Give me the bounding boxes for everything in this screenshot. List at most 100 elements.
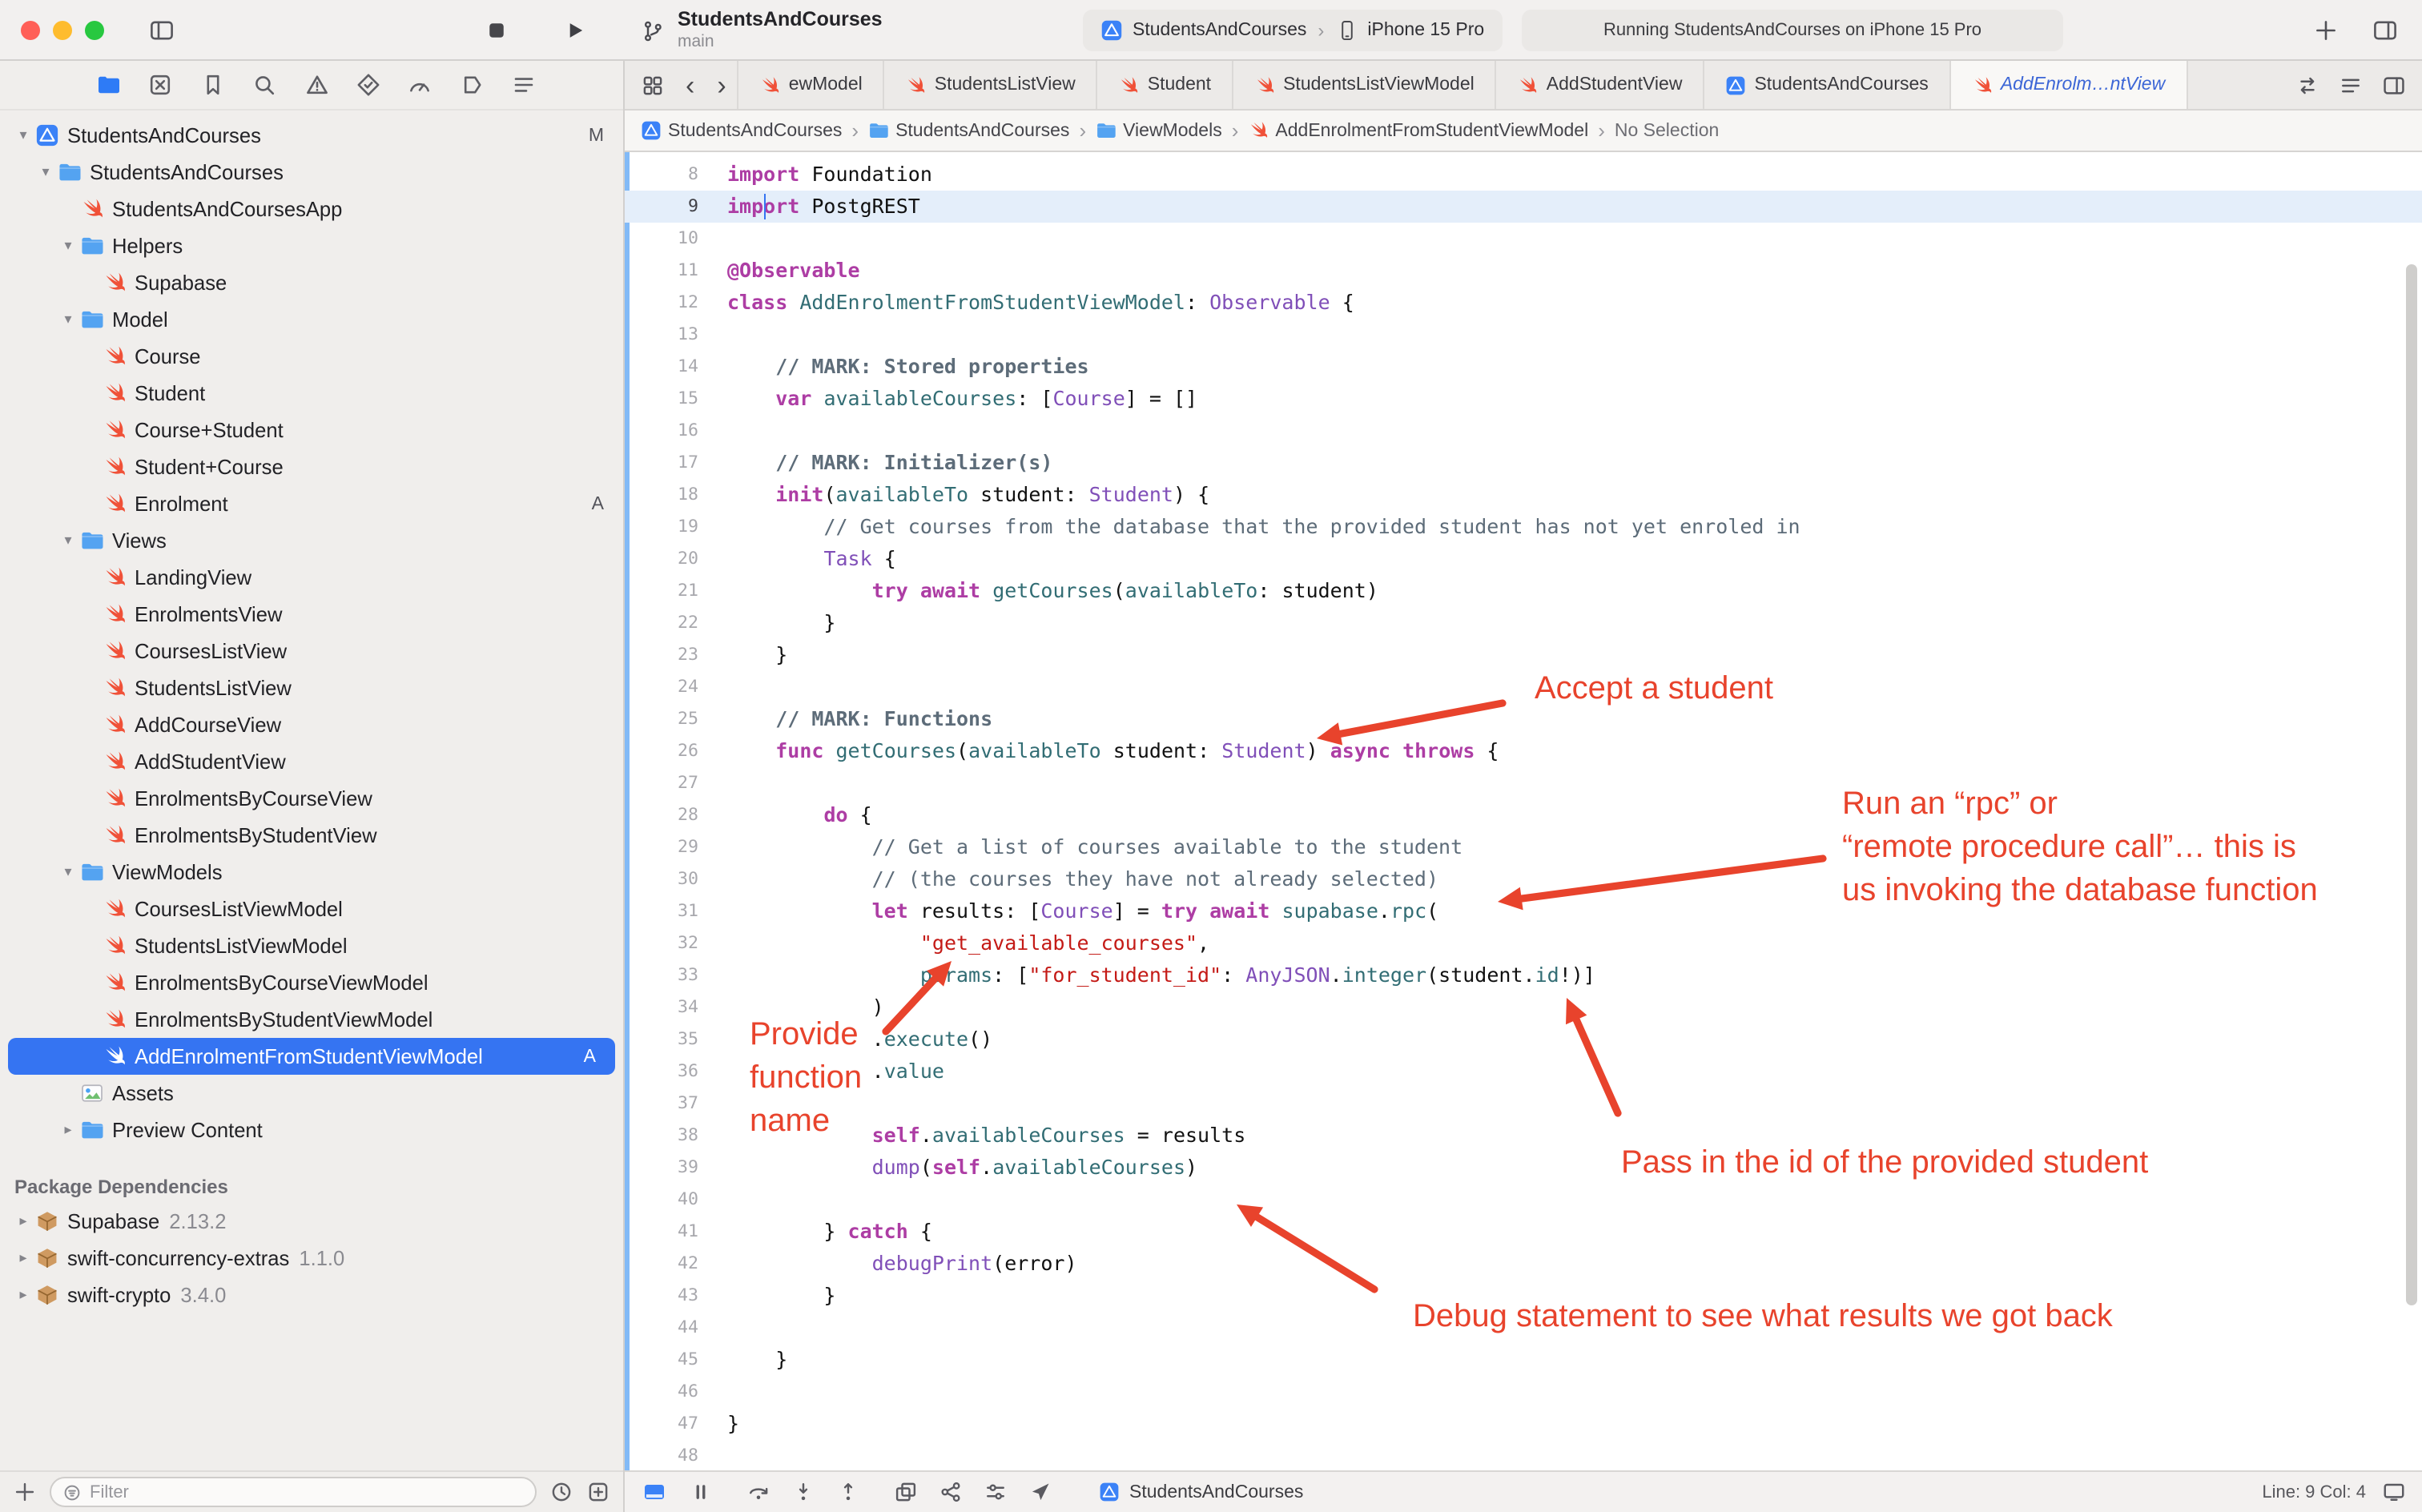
tab-student[interactable]: Student [1098, 61, 1233, 109]
zoom-window-button[interactable] [85, 21, 104, 40]
code-line-45[interactable]: 45 } [625, 1344, 2422, 1376]
tree-item-student[interactable]: Student [0, 375, 623, 412]
tab-studentslistviewmodel[interactable]: StudentsListViewModel [1233, 61, 1497, 109]
code-line-48[interactable]: 48 [625, 1440, 2422, 1470]
code-line-22[interactable]: 22 } [625, 607, 2422, 639]
code-line-39[interactable]: 39 dump(self.availableCourses) [625, 1152, 2422, 1184]
code-line-47[interactable]: 47} [625, 1408, 2422, 1440]
code-line-24[interactable]: 24 [625, 671, 2422, 703]
tree-item-addenrolmentfromstudentviewmodel[interactable]: AddEnrolmentFromStudentViewModelA [8, 1038, 615, 1075]
minimize-window-button[interactable] [53, 21, 72, 40]
code-line-43[interactable]: 43 } [625, 1280, 2422, 1312]
tree-item-enrolmentsbycourseview[interactable]: EnrolmentsByCourseView [0, 780, 623, 817]
tab-ewmodel[interactable]: ewModel [738, 61, 885, 109]
code-line-28[interactable]: 28 do { [625, 799, 2422, 831]
tree-item-enrolmentsbystudentviewmodel[interactable]: EnrolmentsByStudentViewModel [0, 1001, 623, 1038]
code-line-12[interactable]: 12class AddEnrolmentFromStudentViewModel… [625, 287, 2422, 319]
find-navigator-icon[interactable] [251, 72, 277, 98]
debug-navigator-icon[interactable] [408, 72, 433, 98]
pause-button[interactable] [689, 1480, 713, 1504]
tree-item-enrolmentsbystudentview[interactable]: EnrolmentsByStudentView [0, 817, 623, 854]
code-line-8[interactable]: 8import Foundation [625, 159, 2422, 191]
stop-button[interactable] [485, 19, 508, 42]
code-line-41[interactable]: 41 } catch { [625, 1216, 2422, 1248]
tree-item-preview-content[interactable]: ▸Preview Content [0, 1112, 623, 1148]
issue-navigator-icon[interactable] [304, 72, 329, 98]
tree-item-landingview[interactable]: LandingView [0, 559, 623, 596]
disclosure-right-icon[interactable]: ▸ [13, 1286, 34, 1304]
tree-item-studentsandcourses[interactable]: ▾StudentsAndCourses [0, 154, 623, 191]
project-navigator-icon[interactable] [96, 72, 122, 98]
code-line-34[interactable]: 34 ) [625, 991, 2422, 1023]
code-line-16[interactable]: 16 [625, 415, 2422, 447]
disclosure-right-icon[interactable]: ▸ [58, 1121, 78, 1139]
tree-item-views[interactable]: ▾Views [0, 522, 623, 559]
code-line-27[interactable]: 27 [625, 767, 2422, 799]
disclosure-down-icon[interactable]: ▾ [58, 863, 78, 881]
toggle-inspector-icon[interactable] [2372, 18, 2398, 43]
code-line-42[interactable]: 42 debugPrint(error) [625, 1248, 2422, 1280]
related-items-grid-icon[interactable] [641, 73, 665, 97]
environment-overrides-button[interactable] [984, 1480, 1008, 1504]
bookmark-navigator-icon[interactable] [200, 72, 226, 98]
breadcrumb-item-viewmodels[interactable]: ViewModels [1096, 120, 1222, 141]
filter-scope-icon[interactable] [586, 1480, 610, 1504]
breadcrumb-item-studentsandcourses[interactable]: StudentsAndCourses [868, 120, 1069, 141]
code-line-14[interactable]: 14 // MARK: Stored properties [625, 351, 2422, 383]
code-line-35[interactable]: 35 .execute() [625, 1023, 2422, 1056]
running-app-chip[interactable]: StudentsAndCourses [1099, 1482, 1303, 1502]
tree-item-courseslistview[interactable]: CoursesListView [0, 633, 623, 670]
code-line-29[interactable]: 29 // Get a list of courses available to… [625, 831, 2422, 863]
tree-item-viewmodels[interactable]: ▾ViewModels [0, 854, 623, 891]
code-line-46[interactable]: 46 [625, 1376, 2422, 1408]
breadcrumb-item-no-selection[interactable]: No Selection [1615, 121, 1719, 140]
add-file-icon[interactable] [13, 1480, 37, 1504]
package-item-swift-crypto[interactable]: ▸swift-crypto3.4.0 [0, 1277, 623, 1313]
code-line-31[interactable]: 31 let results: [Course] = try await sup… [625, 895, 2422, 927]
forward-button[interactable]: › [717, 71, 726, 99]
simulate-location-button[interactable] [1028, 1480, 1052, 1504]
package-item-swift-concurrency-extras[interactable]: ▸swift-concurrency-extras1.1.0 [0, 1240, 623, 1277]
disclosure-down-icon[interactable]: ▾ [58, 237, 78, 255]
run-button[interactable] [564, 19, 586, 42]
code-line-10[interactable]: 10 [625, 223, 2422, 255]
editor-scrollbar[interactable] [2406, 264, 2417, 1305]
step-over-button[interactable] [746, 1480, 770, 1504]
code-line-37[interactable]: 37 [625, 1088, 2422, 1120]
code-line-26[interactable]: 26 func getCourses(availableTo student: … [625, 735, 2422, 767]
tree-item-studentsandcoursesapp[interactable]: StudentsAndCoursesApp [0, 191, 623, 227]
breakpoint-navigator-icon[interactable] [459, 72, 485, 98]
tab-addstudentview[interactable]: AddStudentView [1497, 61, 1705, 109]
memory-graph-button[interactable] [939, 1480, 963, 1504]
code-line-11[interactable]: 11@Observable [625, 255, 2422, 287]
test-navigator-icon[interactable] [356, 72, 381, 98]
back-button[interactable]: ‹ [686, 71, 694, 99]
filter-input[interactable]: Filter [50, 1477, 537, 1507]
code-line-21[interactable]: 21 try await getCourses(availableTo: stu… [625, 575, 2422, 607]
tree-item-enrolment[interactable]: EnrolmentA [0, 485, 623, 522]
disclosure-down-icon[interactable]: ▾ [13, 127, 34, 144]
code-line-18[interactable]: 18 init(availableTo student: Student) { [625, 479, 2422, 511]
tree-item-course[interactable]: Course [0, 338, 623, 375]
tree-item-studentslistview[interactable]: StudentsListView [0, 670, 623, 706]
disclosure-down-icon[interactable]: ▾ [35, 163, 56, 181]
disclosure-down-icon[interactable]: ▾ [58, 311, 78, 328]
tree-item-student-course[interactable]: Student+Course [0, 448, 623, 485]
tab-studentslistview[interactable]: StudentsListView [885, 61, 1098, 109]
tree-item-supabase[interactable]: Supabase [0, 264, 623, 301]
scheme-selector[interactable]: StudentsAndCourses › iPhone 15 Pro [1083, 10, 1502, 51]
package-item-supabase[interactable]: ▸Supabase2.13.2 [0, 1203, 623, 1240]
editor-options-icon[interactable] [2339, 73, 2363, 97]
code-line-25[interactable]: 25 // MARK: Functions [625, 703, 2422, 735]
tree-item-courseslistviewmodel[interactable]: CoursesListViewModel [0, 891, 623, 927]
disclosure-right-icon[interactable]: ▸ [13, 1212, 34, 1230]
code-line-23[interactable]: 23 } [625, 639, 2422, 671]
code-line-19[interactable]: 19 // Get courses from the database that… [625, 511, 2422, 543]
screen-icon[interactable] [2382, 1480, 2406, 1504]
tree-item-model[interactable]: ▾Model [0, 301, 623, 338]
tree-item-enrolmentsbycourseviewmodel[interactable]: EnrolmentsByCourseViewModel [0, 964, 623, 1001]
view-hierarchy-button[interactable] [894, 1480, 918, 1504]
code-line-33[interactable]: 33 params: ["for_student_id": AnyJSON.in… [625, 959, 2422, 991]
code-line-20[interactable]: 20 Task { [625, 543, 2422, 575]
tab-addenrolm-ntview[interactable]: AddEnrolm…ntView [1951, 61, 2187, 109]
